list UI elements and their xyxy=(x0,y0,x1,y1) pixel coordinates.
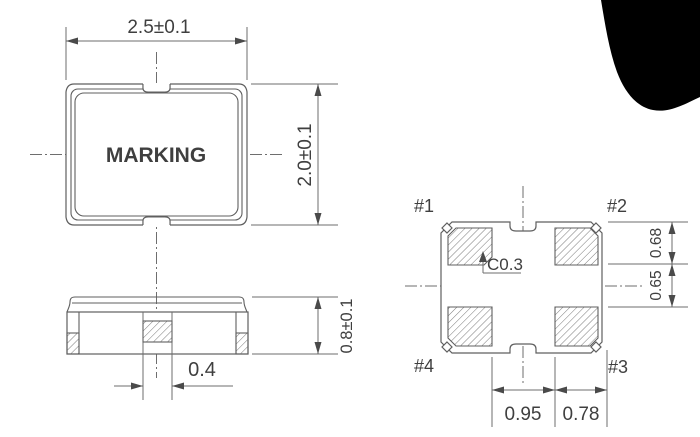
pad-3 xyxy=(554,306,599,347)
height-dimension: 2.0±0.1 xyxy=(295,123,316,186)
pad1-label: #1 xyxy=(414,196,434,216)
arrowhead xyxy=(131,382,143,390)
top-view-cavity xyxy=(74,92,239,217)
pad-height-dimension: 0.68 xyxy=(648,228,665,258)
corner-ink-blob xyxy=(601,0,700,111)
arrowhead xyxy=(492,386,504,394)
arrowhead xyxy=(314,342,322,354)
marking-label: MARKING xyxy=(106,144,206,167)
pad-4 xyxy=(447,306,493,347)
arrowhead xyxy=(235,37,247,45)
pad3-label: #3 xyxy=(608,357,628,377)
pad-span-left-dimension: 0.95 xyxy=(505,404,542,425)
arrowhead xyxy=(172,382,184,390)
thickness-dimension: 0.8±0.1 xyxy=(338,299,356,354)
left-terminal xyxy=(66,332,80,355)
arrowhead xyxy=(668,222,676,234)
top-view: MARKING 2.5±0.1 2.0±0.1 xyxy=(30,17,338,378)
pad-2 xyxy=(554,227,599,266)
top-notch xyxy=(142,84,171,93)
corner-diamond xyxy=(441,341,453,353)
arrowhead xyxy=(314,297,322,309)
arrowhead xyxy=(555,386,567,394)
corner-diamond xyxy=(441,222,453,234)
right-terminal xyxy=(235,332,249,355)
arrowhead xyxy=(314,213,322,225)
arrowhead xyxy=(668,264,676,276)
side-view: 0.4 0.8±0.1 xyxy=(66,296,356,400)
arrowhead xyxy=(668,295,676,307)
pad-gap-dimension: 0.65 xyxy=(648,270,665,300)
arrowhead xyxy=(66,37,78,45)
leader-arrowhead xyxy=(479,251,487,262)
center-terminal xyxy=(142,320,173,343)
arrowhead xyxy=(595,386,607,394)
width-dimension: 2.5±0.1 xyxy=(127,17,190,38)
arrowhead xyxy=(543,386,555,394)
bottom-notch xyxy=(142,216,171,225)
arrowhead xyxy=(314,84,322,96)
top-notch-mask xyxy=(143,83,170,92)
pad-1 xyxy=(447,227,493,266)
arrowhead xyxy=(668,252,676,264)
lid-flare-left xyxy=(66,296,76,313)
lid-flare-right xyxy=(238,296,248,313)
bottom-view: #1 #2 #3 #4 C0.3 0.68 0.65 0.95 0.78 xyxy=(405,186,688,427)
pad-span-right-dimension: 0.78 xyxy=(563,404,600,425)
pad2-label: #2 xyxy=(607,196,627,216)
pad-width-dimension: 0.4 xyxy=(188,359,216,381)
pad4-label: #4 xyxy=(414,356,434,376)
chamfer-dimension: C0.3 xyxy=(487,255,523,274)
corner-diamond xyxy=(590,341,602,353)
corner-diamond xyxy=(590,222,602,234)
bottom-notch-mask xyxy=(143,217,170,226)
